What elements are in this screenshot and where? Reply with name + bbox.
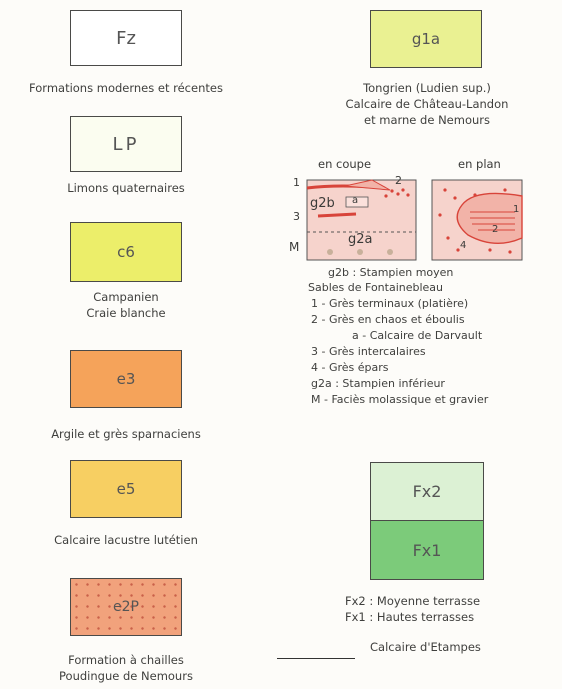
caption-line: Poudingue de Nemours [59,669,193,683]
molasse-dot [387,249,393,255]
swatch-code: Fx2 [412,482,442,501]
swatch-fx2: Fx2 [370,462,484,521]
swatch-code: c6 [117,243,135,261]
fx-legend-line: Fx1 : Hautes terrasses [345,610,475,624]
molasse-dot [327,249,333,255]
legend-line: Sables de Fontainebleau [308,281,444,294]
label-2: 2 [395,174,402,187]
caption-line: Calcaire de Château-Landon [345,97,509,111]
divider [277,658,355,659]
swatch-c6: c6 [70,222,182,282]
legend-line: 2 - Grès en chaos et éboulis [311,313,465,326]
coupe-box [306,179,417,261]
plan-dot [453,196,457,200]
caption-fz: Formations modernes et récentes [0,80,252,96]
swatch-code: e3 [116,370,136,388]
caption-lp: Limons quaternaires [0,180,252,196]
swatch-fz: Fz [70,10,182,66]
plan-title: en plan [458,157,501,171]
swatch-code: e2P [113,599,139,615]
swatch-code: Fz [116,27,136,49]
legend-line: g2a : Stampien inférieur [311,377,445,390]
gres-dot [390,189,394,193]
label-plan-4: 4 [460,240,467,251]
label-1: 1 [293,176,300,189]
legend-line: g2b : Stampien moyen [328,266,454,279]
plan-dot [443,188,447,192]
layer-2 [344,179,391,191]
label-g2a: g2a [348,232,373,247]
gres-dot [406,193,410,197]
label-plan-2: 2 [492,224,499,235]
caption-line: Craie blanche [86,306,166,320]
caption-line: Campanien [93,290,159,304]
label-plan-1: 1 [513,204,520,215]
legend-line: 1 - Grès terminaux (platière) [311,297,469,310]
swatch-g1a: g1a [370,10,482,68]
plan-dot [446,236,450,240]
molasse-dot [357,249,363,255]
gres-dot [396,192,400,196]
etampes-caption: Calcaire d'Etampes [370,640,481,654]
caption-e5: Calcaire lacustre lutétien [0,532,252,548]
plan-dot [503,188,507,192]
caption-line: Calcaire lacustre lutétien [54,533,198,547]
coupe-title: en coupe [318,157,372,171]
label-a: a [352,195,359,206]
swatch-code: e5 [116,480,136,498]
caption-line: et marne de Nemours [364,113,490,127]
gres-dot [384,194,388,198]
legend-line: M - Faciès molassique et gravier [311,393,489,406]
layer-a [345,196,369,208]
plan-hatch [470,211,515,231]
swatch-lp: LP [70,116,182,172]
caption-line: Tongrien (Ludien sup.) [363,81,491,95]
caption-line: Argile et grès sparnaciens [51,427,201,441]
label-g2b: g2b [310,196,335,211]
caption-line: Formations modernes et récentes [29,81,223,95]
caption-g1a: Tongrien (Ludien sup.) Calcaire de Châte… [312,80,542,128]
plan-dot [508,250,512,254]
swatch-code: Fx1 [412,540,442,560]
coupe-section [306,179,523,261]
plan-dot [488,248,492,252]
label-m: M [289,240,300,254]
caption-line: Formation à chailles [68,653,184,667]
swatch-e3: e3 [70,350,182,408]
swatch-e2p: e2P [70,578,182,636]
label-3: 3 [293,210,300,223]
legend-line: 4 - Grès épars [311,361,389,374]
gres-dot [401,188,405,192]
plan-dot [456,248,460,252]
swatch-code: LP [112,133,140,155]
swatch-code: g1a [411,30,441,48]
caption-e2p: Formation à chailles Poudingue de Nemour… [0,652,252,684]
plan-dot [438,213,442,217]
plan-dot [473,193,477,197]
caption-e3: Argile et grès sparnaciens [0,426,252,442]
legend-line: 3 - Grès intercalaires [311,345,426,358]
caption-line: Limons quaternaires [67,181,185,195]
swatch-fx1: Fx1 [370,520,484,580]
fx-legend-line: Fx2 : Moyenne terrasse [345,594,481,608]
caption-c6: Campanien Craie blanche [0,289,252,321]
legend-line: a - Calcaire de Darvault [352,329,483,342]
layer-3 [317,212,357,218]
swatch-e5: e5 [70,460,182,518]
